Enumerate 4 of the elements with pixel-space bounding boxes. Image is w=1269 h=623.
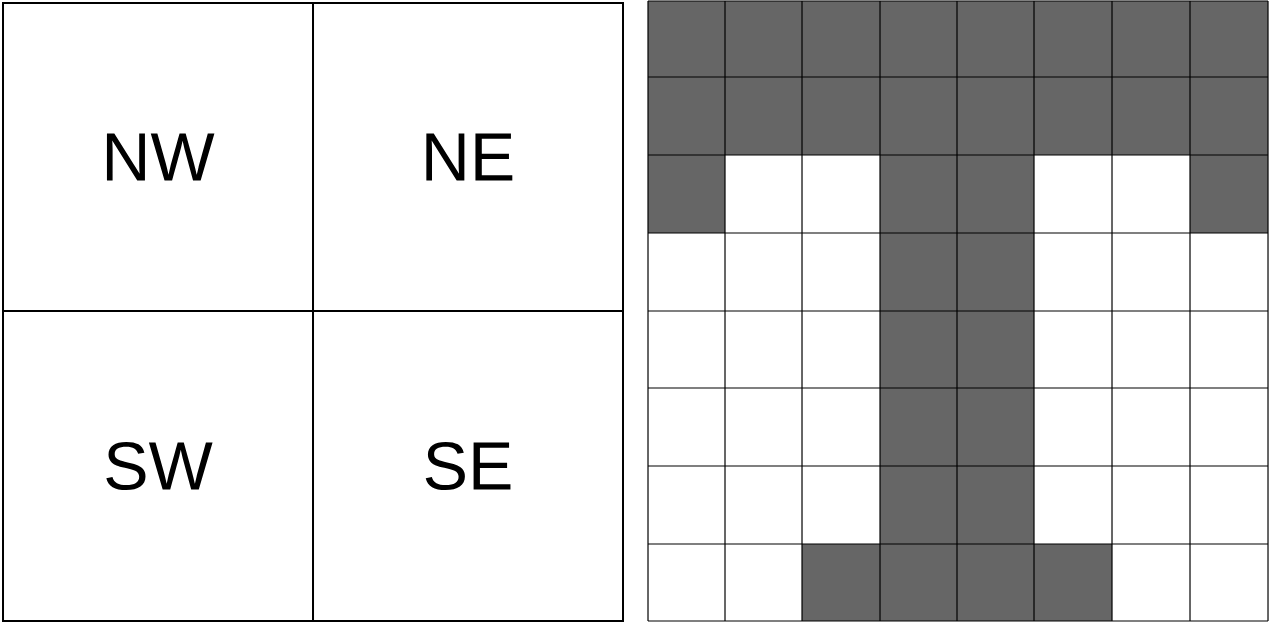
quadrant-box: NE [312,2,624,312]
quadrant-box: NW [2,2,314,312]
quadrant-box: SE [312,310,624,622]
quadrant-box: SW [2,310,314,622]
